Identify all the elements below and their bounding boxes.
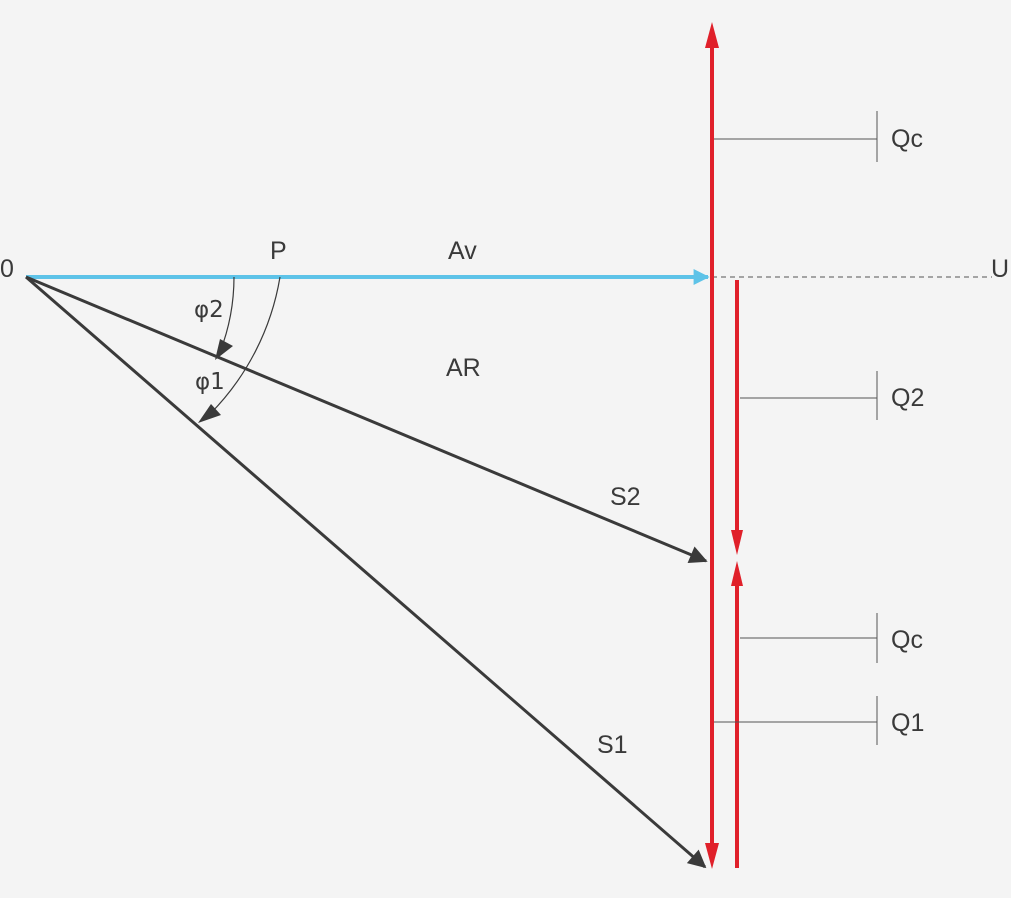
qc-bottom-label: Qc <box>891 626 923 654</box>
s2-label: S2 <box>610 483 641 511</box>
origin-label: 0 <box>0 255 14 283</box>
u-label: U <box>991 255 1009 283</box>
av-label: Av <box>448 237 477 265</box>
reactive-long-bottom-arrowhead <box>705 843 719 869</box>
q1-dimension <box>714 696 878 745</box>
q1-label: Q1 <box>891 709 924 737</box>
s1-vector <box>25 275 707 869</box>
qc-compensation-arrowhead <box>731 561 743 586</box>
q2-label: Q2 <box>891 384 924 412</box>
q2-dimension <box>740 371 878 420</box>
phi1-label: φ1 <box>195 369 225 395</box>
qc-top-dimension <box>714 111 878 162</box>
qc-bottom-dimension <box>740 613 878 663</box>
s2-vector <box>25 275 708 564</box>
phi2-label: φ2 <box>194 297 224 323</box>
s1-label: S1 <box>597 731 628 759</box>
q2-arrowhead <box>731 530 743 555</box>
phi1-arc-arrowhead <box>198 404 221 423</box>
qc-top-label: Qc <box>891 125 923 153</box>
reactive-long-top-arrowhead <box>705 22 719 48</box>
phi1-angle-arc <box>209 276 281 415</box>
p-label: P <box>270 237 287 265</box>
ar-label: AR <box>446 354 481 382</box>
phi2-arc-arrowhead <box>215 339 233 360</box>
